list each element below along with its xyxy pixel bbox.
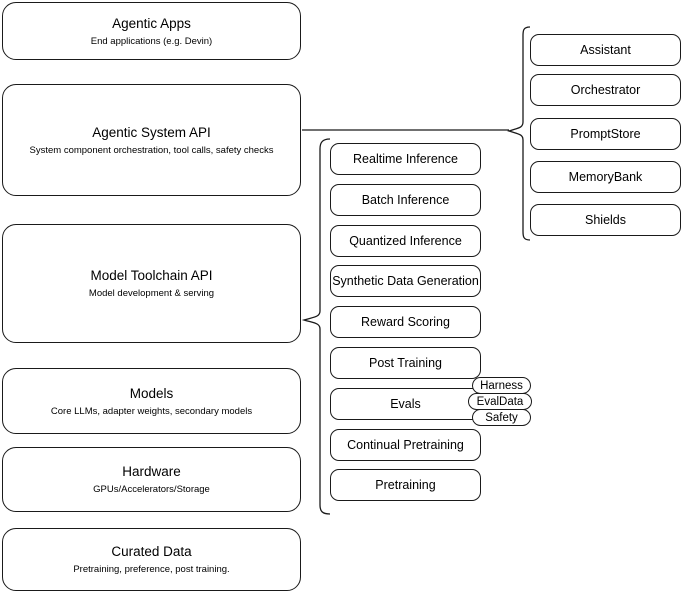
component-box-shields[interactable]: Shields [530,204,681,236]
capability-box-synthetic-data-generation[interactable]: Synthetic Data Generation [330,265,481,297]
capability-box-evals[interactable]: Evals [330,388,481,420]
capability-label: Realtime Inference [353,151,458,166]
layer-subtitle: Pretraining, preference, post training. [73,564,230,575]
component-box-promptstore[interactable]: PromptStore [530,118,681,150]
layer-title: Agentic System API [92,124,211,140]
layer-subtitle: Model development & serving [88,288,215,299]
capability-label: Batch Inference [361,192,450,207]
layer-title: Hardware [122,464,181,479]
capability-box-continual-pretraining[interactable]: Continual Pretraining [330,429,481,461]
component-box-orchestrator[interactable]: Orchestrator [530,74,681,106]
layer-title: Models [129,385,174,401]
capability-box-batch-inference[interactable]: Batch Inference [330,184,481,216]
layer-box-hardware[interactable]: Hardware GPUs/Accelerators/Storage [2,447,301,512]
layer-subtitle: GPUs/Accelerators/Storage [93,484,210,495]
capability-label: Synthetic Data Generation [332,273,479,288]
capability-box-pretraining[interactable]: Pretraining [330,469,481,501]
evals-subitem-safety[interactable]: Safety [472,409,531,426]
layer-box-curated-data[interactable]: Curated Data Pretraining, preference, po… [2,528,301,591]
evals-subitem-evaldata[interactable]: EvalData [468,393,532,410]
capability-label: Evals [390,396,421,411]
capability-label: Continual Pretraining [347,437,464,452]
component-label: MemoryBank [568,169,643,184]
layer-box-agentic-system-api[interactable]: Agentic System API System component orch… [2,84,301,196]
component-label: PromptStore [570,126,641,141]
component-label: Orchestrator [570,82,641,97]
component-label: Assistant [580,42,631,57]
component-box-memorybank[interactable]: MemoryBank [530,161,681,193]
layer-box-agentic-apps[interactable]: Agentic Apps End applications (e.g. Devi… [2,2,301,60]
capability-box-post-training[interactable]: Post Training [330,347,481,379]
layer-title: Agentic Apps [112,15,191,31]
capability-box-reward-scoring[interactable]: Reward Scoring [330,306,481,338]
layer-box-models[interactable]: Models Core LLMs, adapter weights, secon… [2,368,301,434]
capability-label: Reward Scoring [361,314,450,329]
layer-subtitle: Core LLMs, adapter weights, secondary mo… [50,405,253,417]
layer-subtitle: End applications (e.g. Devin) [90,35,213,47]
component-box-assistant[interactable]: Assistant [530,34,681,66]
capability-label: Pretraining [375,477,436,492]
component-label: Shields [585,212,626,227]
capability-label: Post Training [369,355,442,370]
capability-label: Quantized Inference [349,233,462,248]
layer-title: Curated Data [111,544,192,559]
capability-box-quantized-inference[interactable]: Quantized Inference [330,225,481,257]
evals-subitem-harness[interactable]: Harness [472,377,531,394]
layer-subtitle: System component orchestration, tool cal… [29,144,274,156]
layer-title: Model Toolchain API [90,268,213,283]
capability-box-realtime-inference[interactable]: Realtime Inference [330,143,481,175]
layer-box-model-toolchain-api[interactable]: Model Toolchain API Model development & … [2,224,301,343]
